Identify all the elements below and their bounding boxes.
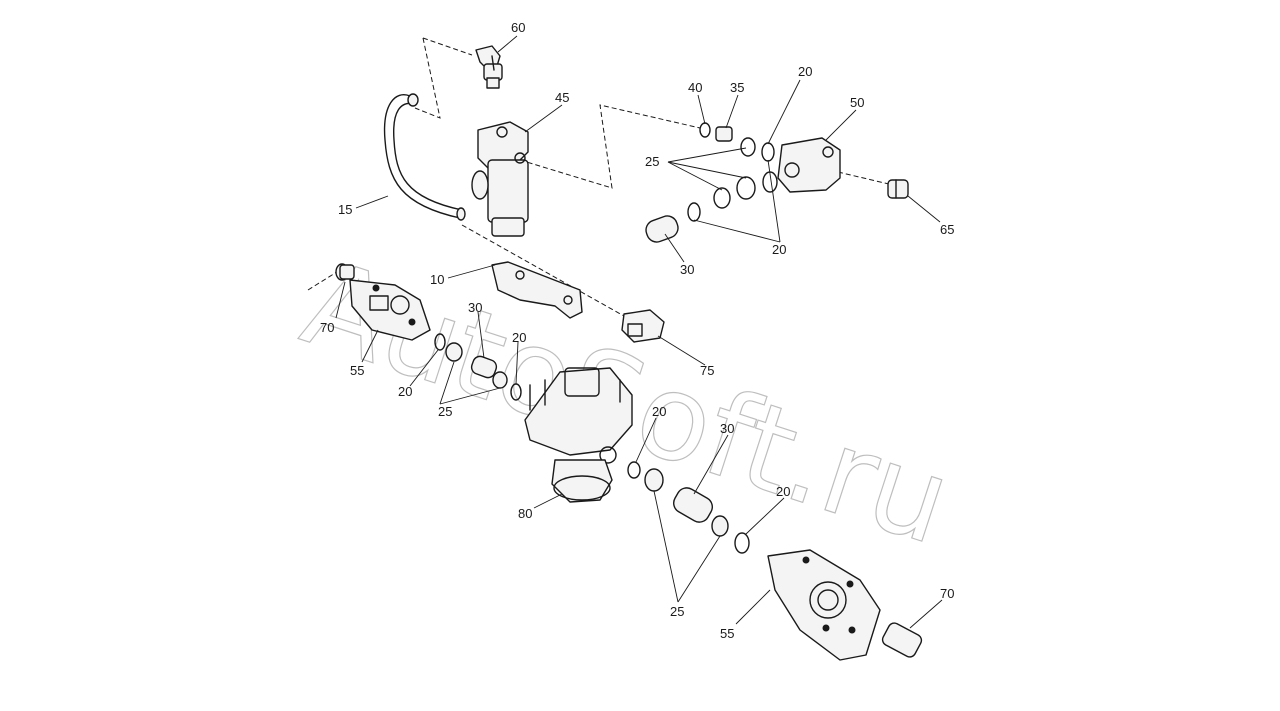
callout-20-right: 20 bbox=[776, 484, 790, 499]
callout-30-lower: 30 bbox=[720, 421, 734, 436]
callout-60: 60 bbox=[511, 20, 525, 35]
callout-20-mid: 20 bbox=[512, 330, 526, 345]
part-65-nipple bbox=[887, 179, 909, 199]
callout-75: 75 bbox=[700, 363, 714, 378]
lower-right-fittings bbox=[627, 461, 750, 554]
callout-40: 40 bbox=[688, 80, 702, 95]
callout-25-lower: 25 bbox=[670, 604, 684, 619]
part-45-valve-body bbox=[471, 121, 529, 237]
callout-70-right: 70 bbox=[940, 586, 954, 601]
part-10-bracket bbox=[491, 261, 583, 319]
top-fittings-row bbox=[699, 122, 775, 162]
part-75-fitting bbox=[621, 309, 665, 343]
callout-30-top: 30 bbox=[680, 262, 694, 277]
connection-lines bbox=[307, 37, 894, 326]
callout-25-top: 25 bbox=[645, 154, 659, 169]
callout-55-right: 55 bbox=[720, 626, 734, 641]
callout-labels: 60 45 40 35 20 50 25 15 20 65 30 10 30 2… bbox=[320, 20, 954, 641]
part-70-right-nipple bbox=[881, 622, 923, 658]
callout-20-left: 20 bbox=[398, 384, 412, 399]
callout-20-lower: 20 bbox=[652, 404, 666, 419]
part-70-left-nipple bbox=[335, 263, 355, 281]
callout-70-left: 70 bbox=[320, 320, 334, 335]
upper-middle-fittings bbox=[645, 171, 778, 243]
part-80-main-valve bbox=[524, 367, 633, 503]
callout-45: 45 bbox=[555, 90, 569, 105]
callout-10: 10 bbox=[430, 272, 444, 287]
callout-80: 80 bbox=[518, 506, 532, 521]
callout-55-left: 55 bbox=[350, 363, 364, 378]
callout-35: 35 bbox=[730, 80, 744, 95]
callout-65: 65 bbox=[940, 222, 954, 237]
part-50-tee-block bbox=[777, 137, 841, 193]
callout-50: 50 bbox=[850, 95, 864, 110]
callout-30-mid: 30 bbox=[468, 300, 482, 315]
part-60-elbow-fitting bbox=[475, 45, 503, 89]
part-55-left-valve bbox=[349, 279, 431, 341]
callout-15: 15 bbox=[338, 202, 352, 217]
callout-20-upper-mid: 20 bbox=[772, 242, 786, 257]
leader-lines bbox=[335, 35, 943, 629]
callout-20-top: 20 bbox=[798, 64, 812, 79]
callout-25-left: 25 bbox=[438, 404, 452, 419]
part-15-hose bbox=[383, 93, 466, 221]
part-55-right-valve bbox=[767, 549, 881, 661]
